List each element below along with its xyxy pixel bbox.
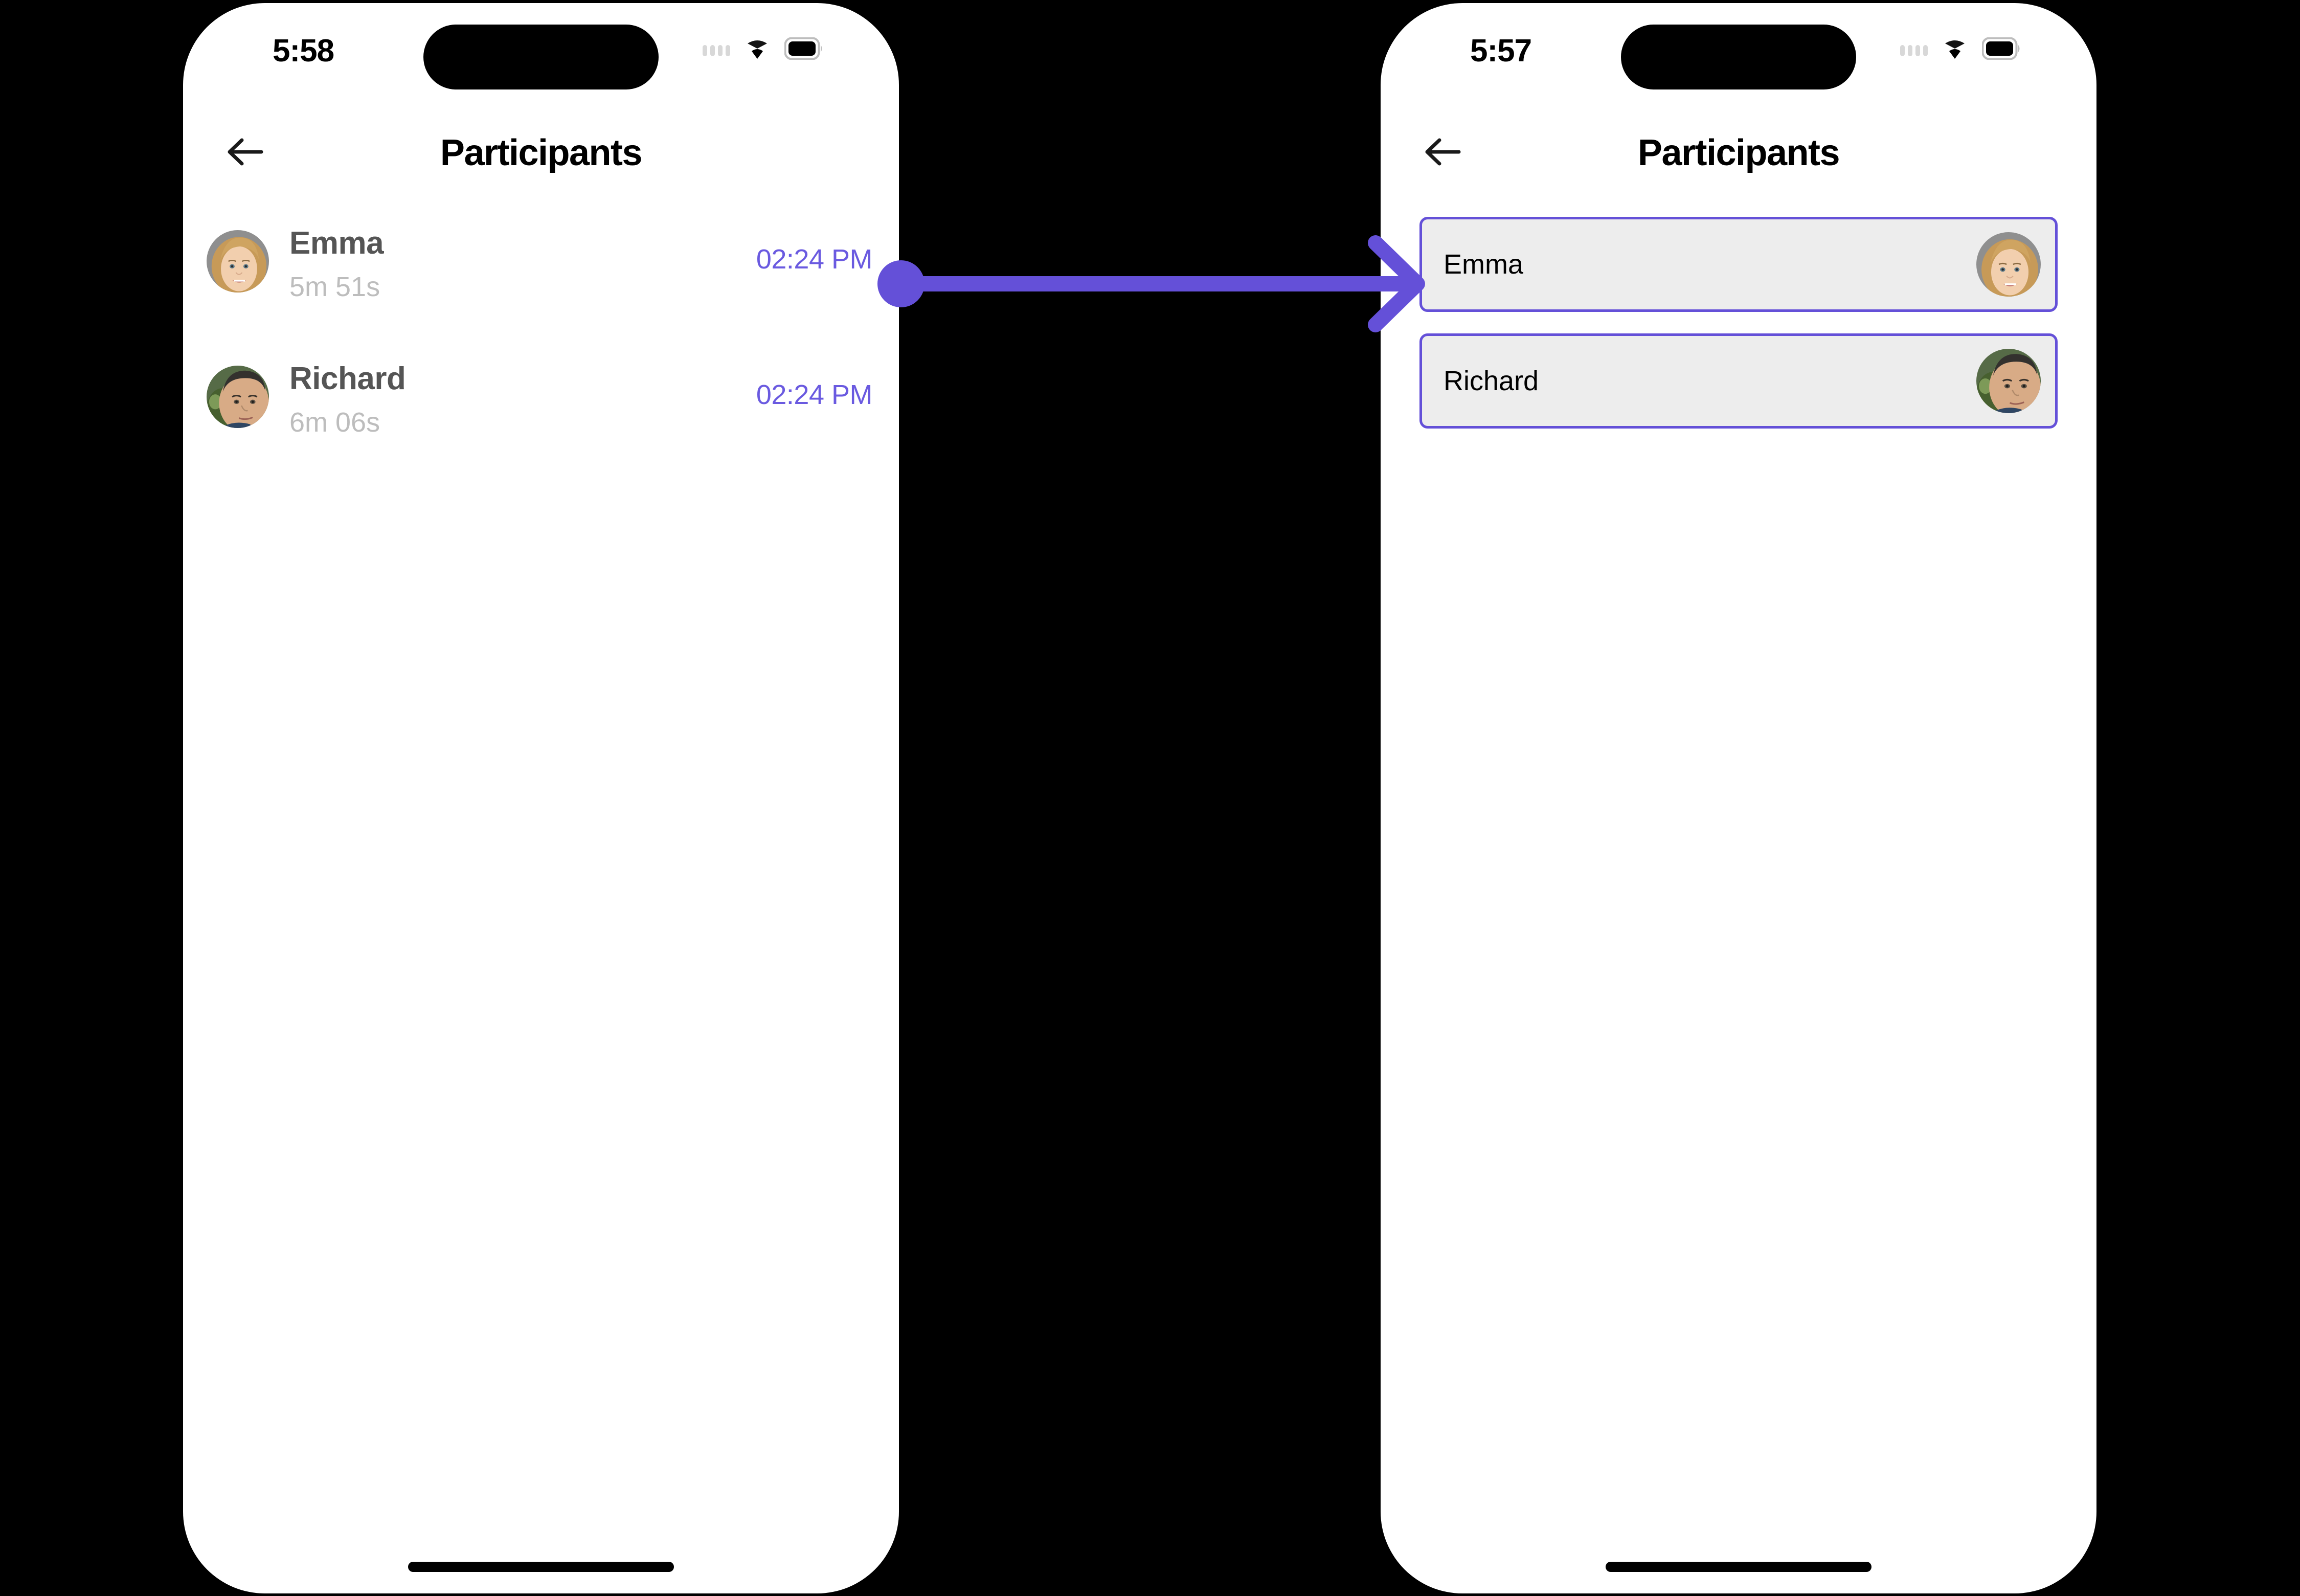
home-indicator: [1606, 1562, 1871, 1572]
dynamic-island: [423, 25, 659, 89]
phone-screen-before: 5:58: [183, 3, 899, 1593]
nav-bar: Participants: [1381, 120, 2096, 186]
participant-duration: 6m 06s: [289, 407, 380, 438]
emma-avatar: [207, 230, 269, 293]
participant-name: Richard: [1444, 366, 1539, 396]
richard-avatar: [207, 366, 269, 428]
nav-bar: Participants: [183, 120, 899, 186]
cellular-dots-icon: [703, 43, 730, 56]
back-button[interactable]: [220, 131, 269, 175]
participant-timestamp[interactable]: 02:24 PM: [756, 379, 873, 410]
participant-timestamp[interactable]: 02:24 PM: [756, 244, 873, 275]
wifi-icon: [1939, 36, 1971, 63]
emma-avatar: [1976, 232, 2041, 297]
status-indicators: [703, 33, 823, 66]
participant-row-richard[interactable]: Richard 6m 06s 02:24 PM: [183, 358, 899, 438]
dynamic-island: [1621, 25, 1856, 89]
battery-icon: [784, 37, 823, 62]
back-button[interactable]: [1417, 131, 1467, 175]
page-title: Participants: [440, 132, 643, 173]
cellular-dots-icon: [1900, 43, 1928, 56]
status-time: 5:58: [273, 33, 334, 69]
participant-duration: 5m 51s: [289, 272, 380, 302]
battery-icon: [1981, 37, 2021, 62]
annotation-arrow: [864, 225, 1437, 343]
page-title: Participants: [1637, 132, 1840, 173]
status-indicators: [1900, 33, 2021, 66]
status-time: 5:57: [1470, 33, 1532, 69]
participant-card-emma[interactable]: Emma: [1419, 217, 2058, 312]
wifi-icon: [741, 36, 773, 63]
participant-name: Emma: [289, 226, 384, 261]
back-arrow-icon: [1422, 136, 1462, 170]
richard-avatar: [1976, 349, 2041, 413]
participant-name: Emma: [1444, 249, 1524, 280]
status-bar: 5:57: [1381, 3, 2096, 105]
phone-screen-after: 5:57: [1381, 3, 2096, 1593]
status-bar: 5:58: [183, 3, 899, 105]
participant-name: Richard: [289, 361, 406, 396]
participants-card-list: Emma: [1419, 217, 2058, 450]
back-arrow-icon: [224, 136, 264, 170]
participant-row-emma[interactable]: Emma 5m 51s 02:24 PM: [183, 223, 899, 302]
participants-list: Emma 5m 51s 02:24 PM: [183, 223, 899, 494]
participant-card-richard[interactable]: Richard: [1419, 333, 2058, 429]
home-indicator: [408, 1562, 674, 1572]
